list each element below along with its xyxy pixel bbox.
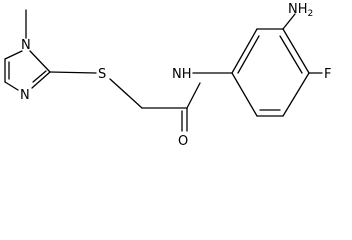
chemical-structure-diagram: N N S NH O NH2 F xyxy=(4,2,331,149)
bond-n1-c2 xyxy=(29,50,51,73)
atom-label-nh2-main: NH xyxy=(288,2,308,17)
atom-label-o: O xyxy=(178,134,188,149)
atom-label-nh2: NH2 xyxy=(288,2,313,19)
atom-label-nh: NH xyxy=(172,67,192,82)
atom-label-s: S xyxy=(98,67,106,82)
bond-carbonyl-nh xyxy=(186,82,201,109)
bond-ring-3 xyxy=(282,28,310,74)
bond-ring-3-inner xyxy=(279,35,303,74)
atom-label-f: F xyxy=(324,67,331,82)
atom-label-nh2-sub: 2 xyxy=(308,9,314,19)
bond-c2-s xyxy=(49,71,97,74)
bond-n1-c5 xyxy=(4,50,23,60)
bond-n3-c2 xyxy=(31,71,51,89)
bond-s-ch2 xyxy=(109,78,143,109)
atom-label-n-ring: N xyxy=(20,88,30,103)
bond-ring-nh2 xyxy=(282,13,296,30)
bond-ring-1-inner xyxy=(237,35,260,74)
atom-label-n-methyl: N xyxy=(21,38,31,53)
bond-ring-1 xyxy=(231,28,258,74)
bond-ring-4 xyxy=(282,72,310,117)
benzene-ring xyxy=(231,28,310,117)
bond-c4-n3 xyxy=(4,81,19,91)
imidazole-ring xyxy=(4,50,51,91)
bond-n3-c2-inner xyxy=(32,70,47,83)
bond-ring-6 xyxy=(231,72,258,117)
